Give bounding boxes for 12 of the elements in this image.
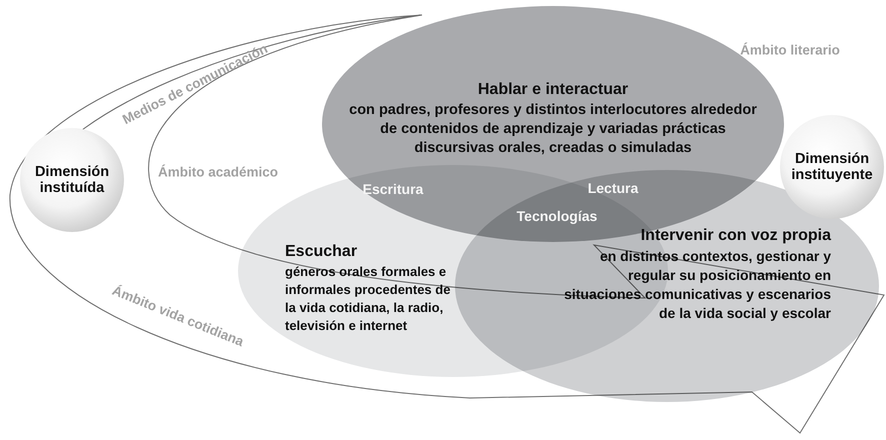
area-label: Ámbito académico xyxy=(158,164,278,180)
heading-text: Intervenir con voz propia xyxy=(640,226,831,246)
overlap-label: Lectura xyxy=(588,180,638,196)
overlap-label: Tecnologías xyxy=(516,208,598,224)
area-label: Ámbito literario xyxy=(740,42,840,58)
heading-text: Escuchar xyxy=(285,242,358,262)
sphere-label: Dimensión instituyente xyxy=(790,151,874,183)
overlap-label: Escritura xyxy=(362,181,424,197)
heading-text: Hablar e interactuar xyxy=(476,80,630,100)
body-text: con padres, profesores y distintos interlocutores alrededor de contenidos de aprendizaje y variadas prácticas discursivas orales, creadas o simuladas xyxy=(348,101,758,158)
sphere-label: Dimensión instituída xyxy=(34,164,110,196)
body-text: géneros orales formales e informales procedentes de la vida cotidiana, la radio, televisión e internet xyxy=(285,263,452,335)
